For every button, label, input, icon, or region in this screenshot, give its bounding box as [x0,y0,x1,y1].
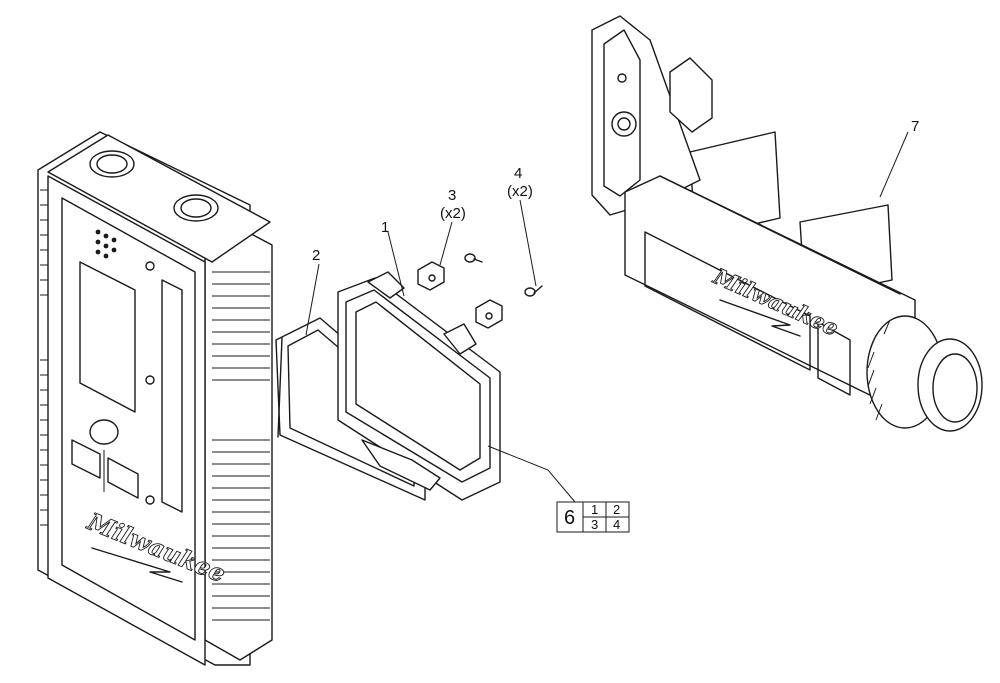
callout-4-qty: (x2) [507,183,533,200]
kit-cell-3: 3 [591,517,598,532]
kit-number: 6 [564,507,575,529]
leader-lines [305,131,909,503]
bracket-parts [417,261,503,329]
screw-parts [464,253,543,297]
detector-body: Milwaukee [37,131,273,666]
callout-7: 7 [911,118,919,135]
callout-3-qty: (x2) [440,205,466,222]
callout-3: 3 [448,187,456,204]
callout-2: 2 [312,247,320,264]
callout-labels: 1 2 3 (x2) 4 (x2) 7 [312,118,919,264]
kit-table: 6 1 2 3 4 [556,501,630,533]
kit-cell-4: 4 [613,517,620,532]
callout-1: 1 [381,219,389,236]
kit-cell-2: 2 [613,502,620,517]
clamp-bracket: Milwaukee [591,15,983,432]
callout-4: 4 [514,165,522,182]
kit-cell-1: 1 [591,502,598,517]
window-lens-part [337,271,501,501]
